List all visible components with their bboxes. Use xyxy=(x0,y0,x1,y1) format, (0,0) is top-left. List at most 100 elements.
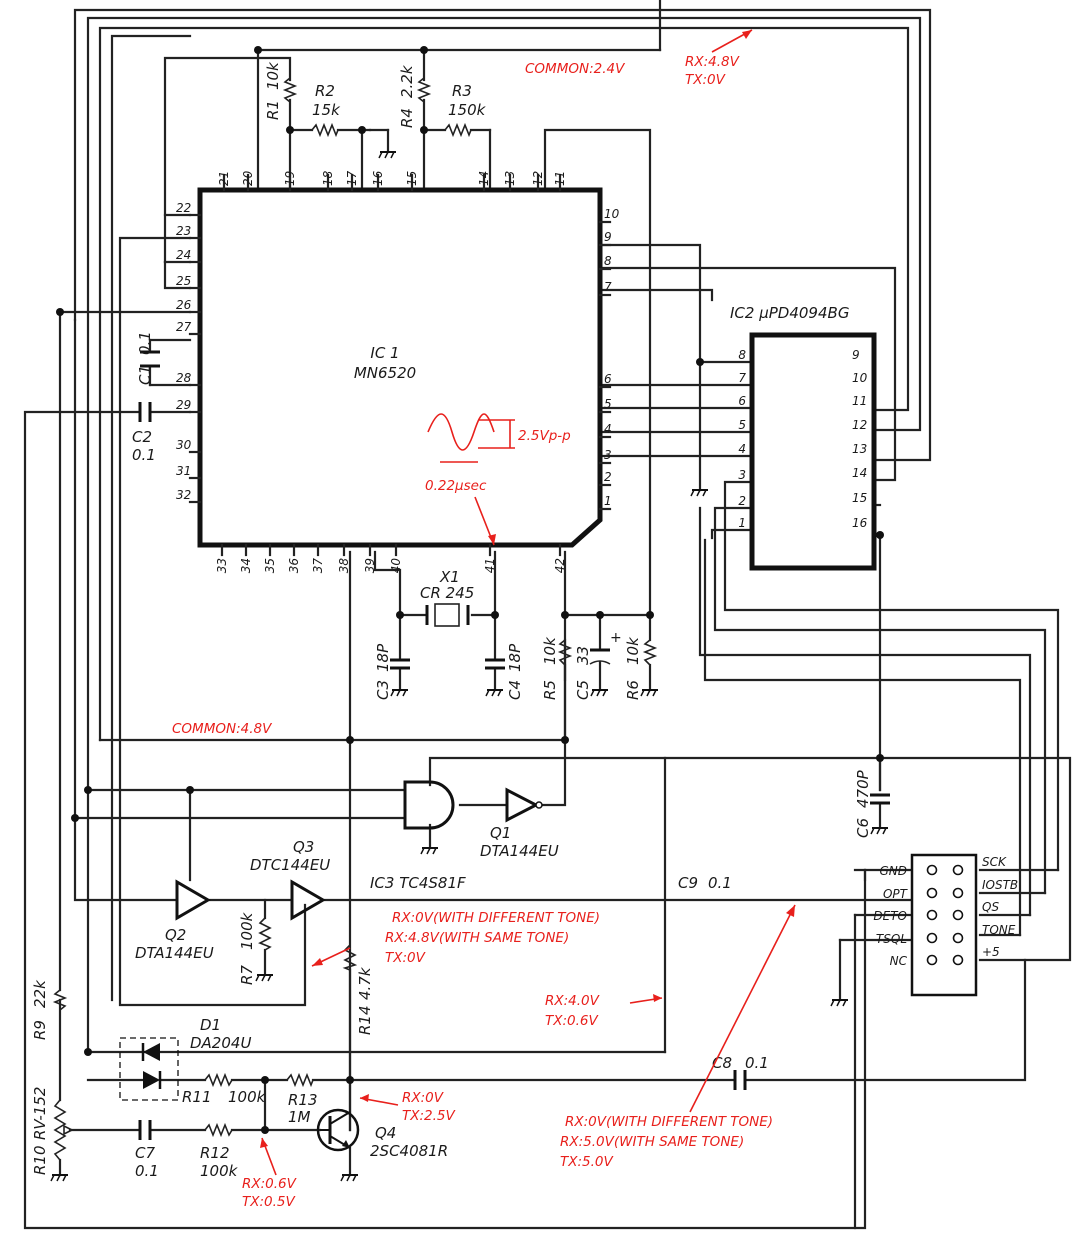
connector-pin xyxy=(952,887,964,899)
q4-base-tx: TX:0.5V xyxy=(242,1194,297,1210)
r11-value: 100k xyxy=(228,1088,267,1106)
wiring xyxy=(23,0,1072,1230)
tone-note-2: RX:5.0V(WITH SAME TONE) xyxy=(560,1134,744,1150)
c6-ref: C6 xyxy=(854,818,872,838)
crystal-x1 xyxy=(425,603,470,627)
r9-ref: R9 xyxy=(31,1020,49,1040)
c7-ref: C7 xyxy=(135,1144,155,1162)
r13-ref: R13 xyxy=(288,1091,318,1109)
ic3-and-gate xyxy=(403,780,455,830)
q2-ref: Q2 xyxy=(165,926,186,944)
connector-label-sck: SCK xyxy=(982,855,1007,869)
c1-ref: C1 xyxy=(136,365,154,385)
c6-value: 470P xyxy=(854,769,872,808)
ic1-pin-26: 26 xyxy=(176,298,192,312)
q2-buffer xyxy=(175,879,211,921)
common-48v-note: COMMON:4.8V xyxy=(172,721,273,737)
r2-ref: R2 xyxy=(315,82,335,100)
d1-value: DA204U xyxy=(190,1034,251,1052)
connector-pin xyxy=(952,864,964,876)
ic1-pin-31: 31 xyxy=(176,464,191,478)
ic1-ref: IC 1 xyxy=(370,344,399,362)
q4-collector-rx: RX:0V xyxy=(402,1090,445,1106)
ic1-pin-42: 42 xyxy=(553,558,567,573)
ic1-pin-27: 27 xyxy=(176,320,192,334)
r1-ref: R1 xyxy=(264,100,282,120)
r5-ref: R5 xyxy=(541,680,559,700)
ic1-pin-1: 1 xyxy=(604,494,612,508)
ic1-pin-39: 39 xyxy=(363,558,377,573)
c4-value: 18P xyxy=(506,643,524,672)
ic2-pin-4: 4 xyxy=(738,442,746,456)
ic2-pin-5: 5 xyxy=(738,418,746,432)
ic1-pin-23: 23 xyxy=(176,224,191,238)
ic1-pin-37: 37 xyxy=(311,558,325,574)
r5-value: 10k xyxy=(541,636,559,665)
ic1-pin-12: 12 xyxy=(531,171,545,186)
ic1-pin-32: 32 xyxy=(176,488,191,502)
ground-icon xyxy=(590,689,608,697)
connector-label-tsql: TSQL xyxy=(876,932,907,946)
ic1-pin-24: 24 xyxy=(176,248,191,262)
ic2-pin-14: 14 xyxy=(852,466,867,480)
q4-base-rx: RX:0.6V xyxy=(242,1176,298,1192)
ic1-pin-9: 9 xyxy=(604,230,612,244)
connector xyxy=(910,853,978,997)
connector-pin xyxy=(952,909,964,921)
connector-pin xyxy=(926,887,938,899)
connector-label-gnd: GND xyxy=(879,864,907,878)
ic1-pin-22: 22 xyxy=(176,201,191,215)
d1-ref: D1 xyxy=(200,1016,221,1034)
ic1-pin-6: 6 xyxy=(604,372,612,386)
ic2-pin-16: 16 xyxy=(852,516,868,530)
top-rx-note: RX:4.8V xyxy=(685,54,741,70)
r12-value: 100k xyxy=(200,1162,239,1180)
ic2-pin-15: 15 xyxy=(852,491,867,505)
ic1-pin-25: 25 xyxy=(176,274,191,288)
ic2-pin-11: 11 xyxy=(852,394,867,408)
r2-value: 15k xyxy=(312,101,341,119)
mid-tx-note: TX:0.6V xyxy=(545,1013,600,1029)
r7-ref: R7 xyxy=(238,965,256,985)
waveform-period: 0.22μsec xyxy=(425,478,487,494)
ground-icon xyxy=(340,1174,358,1182)
ic1-part: MN6520 xyxy=(354,364,416,382)
c1-value: 0.1 xyxy=(136,331,154,355)
r4-value: 2.2k xyxy=(398,64,416,98)
c2-ref: C2 xyxy=(132,428,152,446)
waveform-amplitude: 2.5Vp-p xyxy=(518,428,571,444)
ground-icon xyxy=(420,847,438,855)
q4-collector-tx: TX:2.5V xyxy=(402,1108,457,1124)
ic1-pin-16: 16 xyxy=(371,170,385,186)
connector-label-qs: QS xyxy=(982,900,999,914)
ic2-pin-7: 7 xyxy=(738,371,746,385)
q1-value: DTA144EU xyxy=(480,842,559,860)
q3-note-1: RX:0V(WITH DIFFERENT TONE) xyxy=(392,910,600,926)
component-labels: R1 10k R2 15k R4 2.2k R3 150k C1 0.1 C2 … xyxy=(31,61,872,1180)
connector-label-plus5: +5 xyxy=(982,945,1000,959)
ic2-upd4094bg: IC2 μPD4094BG xyxy=(730,304,877,571)
r12-ref: R12 xyxy=(200,1144,230,1162)
c3-ref: C3 xyxy=(374,680,392,700)
ic2-pin-6: 6 xyxy=(738,394,746,408)
ic1-pin-10: 10 xyxy=(604,207,620,221)
ic1-pin-29: 29 xyxy=(176,398,191,412)
r10-ref: R10 xyxy=(31,1145,49,1175)
connector-pin xyxy=(926,864,938,876)
ground-icon xyxy=(255,974,273,982)
ic3-label: IC3 TC4S81F xyxy=(370,874,466,892)
ic1-pin-11: 11 xyxy=(553,171,567,186)
c4-ref: C4 xyxy=(506,680,524,700)
x1-ref: X1 xyxy=(439,568,460,586)
capacitors: + xyxy=(138,350,890,1140)
tone-note-3: TX:5.0V xyxy=(560,1154,615,1170)
voltage-annotations: COMMON:2.4V RX:4.8V TX:0V COMMON:4.8V 2.… xyxy=(172,29,796,1210)
ic1-pin-34: 34 xyxy=(239,558,253,573)
ic1-pin-41: 41 xyxy=(483,558,497,573)
r6-value: 10k xyxy=(624,636,642,665)
q4-transistor xyxy=(316,1108,360,1152)
r3-ref: R3 xyxy=(452,82,472,100)
connector-label-nc: NC xyxy=(890,954,908,968)
